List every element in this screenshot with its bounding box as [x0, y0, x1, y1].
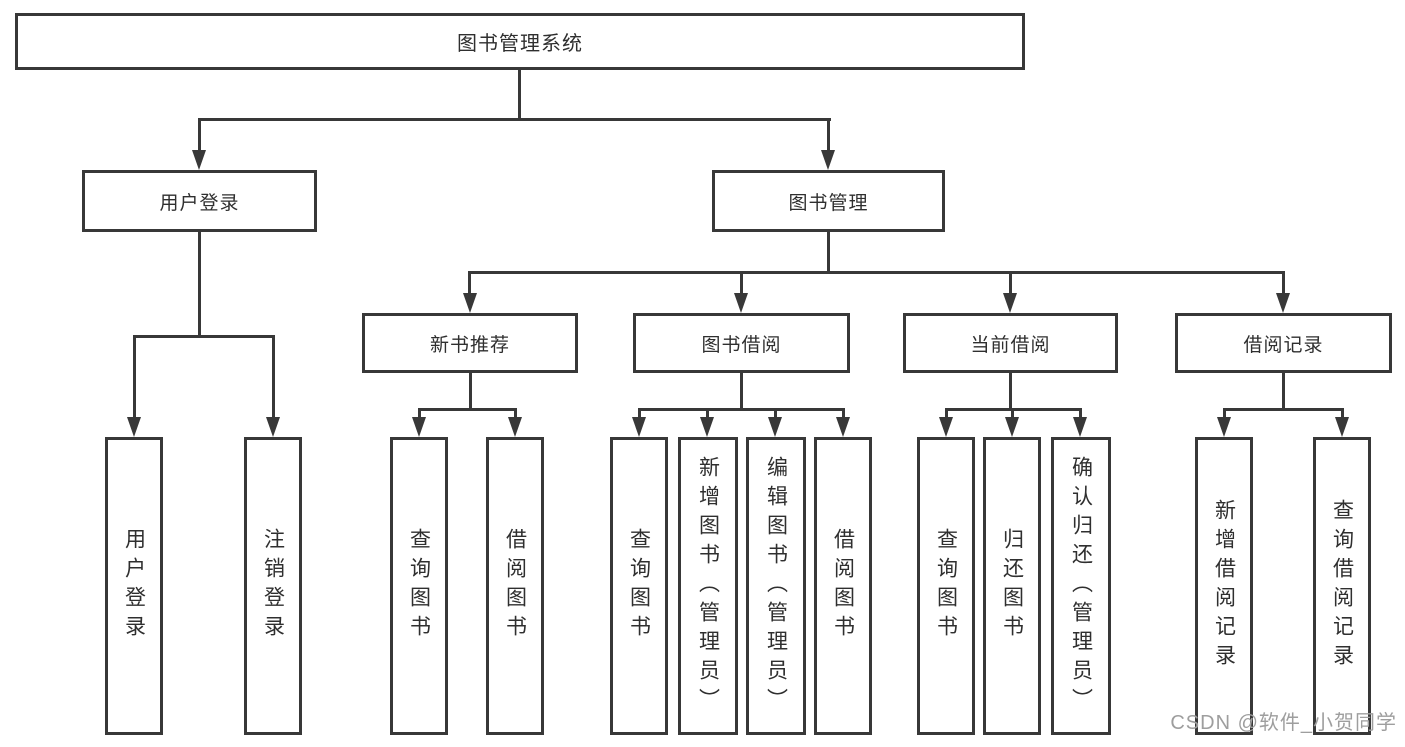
connector-vline — [418, 408, 421, 420]
arrowhead-down-icon — [508, 417, 522, 437]
connector-vline — [638, 408, 641, 420]
leaf-borrow-borrow-books: 借阅图书 — [814, 437, 872, 735]
connector-vline — [468, 271, 471, 295]
node-book-management-label: 图书管理 — [788, 192, 869, 214]
connector-vline — [1079, 408, 1082, 420]
connector-vline — [945, 408, 948, 420]
leaf-borrow-borrow-books-label: 借阅图书 — [831, 528, 855, 644]
connector-vline — [1282, 373, 1285, 410]
arrowhead-down-icon — [836, 417, 850, 437]
connector-vline — [1009, 373, 1012, 410]
leaf-user-login: 用户登录 — [105, 437, 163, 735]
leaf-user-login-label: 用户登录 — [122, 528, 146, 644]
leaf-recommend-borrow-books-label: 借阅图书 — [503, 528, 527, 644]
connector-vline — [272, 335, 275, 419]
leaf-current-return-books-label: 归还图书 — [1000, 528, 1024, 644]
connector-hline — [418, 408, 517, 411]
arrowhead-down-icon — [1276, 293, 1290, 313]
node-user-login: 用户登录 — [82, 170, 317, 232]
leaf-recommend-query-books-label: 查询图书 — [407, 528, 431, 644]
leaf-borrow-edit-book-admin-label: 编辑图书（管理员） — [764, 455, 788, 717]
arrowhead-down-icon — [1005, 417, 1019, 437]
connector-hline — [198, 118, 831, 121]
leaf-recommend-borrow-books: 借阅图书 — [486, 437, 544, 735]
connector-vline — [706, 408, 709, 420]
connector-vline — [842, 408, 845, 420]
arrowhead-down-icon — [939, 417, 953, 437]
connector-vline — [1341, 408, 1344, 420]
node-borrowing-records-label: 借阅记录 — [1243, 334, 1324, 356]
connector-vline — [198, 232, 201, 337]
leaf-current-return-books: 归还图书 — [983, 437, 1041, 735]
leaf-current-confirm-return-admin: 确认归还（管理员） — [1051, 437, 1111, 735]
arrowhead-down-icon — [266, 417, 280, 437]
node-new-book-recommend: 新书推荐 — [362, 313, 578, 373]
leaf-current-query-books: 查询图书 — [917, 437, 975, 735]
leaf-borrow-query-books: 查询图书 — [610, 437, 668, 735]
leaf-logout-label: 注销登录 — [261, 528, 285, 644]
node-user-login-label: 用户登录 — [159, 192, 240, 214]
leaf-borrow-add-book-admin-label: 新增图书（管理员） — [696, 455, 720, 717]
node-borrowing-records: 借阅记录 — [1175, 313, 1392, 373]
arrowhead-down-icon — [1217, 417, 1231, 437]
node-book-borrowing-label: 图书借阅 — [701, 334, 782, 356]
connector-vline — [1011, 408, 1014, 420]
connector-hline — [468, 271, 1285, 274]
arrowhead-down-icon — [700, 417, 714, 437]
connector-vline — [740, 271, 743, 295]
node-library-system: 图书管理系统 — [15, 13, 1025, 70]
arrowhead-down-icon — [463, 293, 477, 313]
node-library-system-label: 图书管理系统 — [457, 33, 583, 55]
arrowhead-down-icon — [127, 417, 141, 437]
connector-vline — [198, 118, 201, 152]
leaf-current-query-books-label: 查询图书 — [934, 528, 958, 644]
node-book-management: 图书管理 — [712, 170, 945, 232]
leaf-borrow-query-books-label: 查询图书 — [627, 528, 651, 644]
node-new-book-recommend-label: 新书推荐 — [429, 334, 510, 356]
connector-vline — [469, 373, 472, 410]
connector-vline — [518, 70, 521, 118]
leaf-borrow-add-book-admin: 新增图书（管理员） — [678, 437, 738, 735]
connector-vline — [827, 232, 830, 273]
node-current-borrowing: 当前借阅 — [903, 313, 1118, 373]
connector-vline — [1223, 408, 1226, 420]
arrowhead-down-icon — [412, 417, 426, 437]
node-book-borrowing: 图书借阅 — [633, 313, 850, 373]
leaf-current-confirm-return-admin-label: 确认归还（管理员） — [1069, 455, 1093, 717]
arrowhead-down-icon — [632, 417, 646, 437]
arrowhead-down-icon — [821, 150, 835, 170]
leaf-records-query-borrow-record-label: 查询借阅记录 — [1330, 499, 1354, 673]
arrowhead-down-icon — [768, 417, 782, 437]
connector-vline — [514, 408, 517, 420]
leaf-recommend-query-books: 查询图书 — [390, 437, 448, 735]
arrowhead-down-icon — [1335, 417, 1349, 437]
node-current-borrowing-label: 当前借阅 — [970, 334, 1051, 356]
connector-vline — [740, 373, 743, 410]
connector-hline — [1223, 408, 1344, 411]
arrowhead-down-icon — [734, 293, 748, 313]
leaf-logout: 注销登录 — [244, 437, 302, 735]
connector-vline — [1009, 271, 1012, 295]
connector-vline — [133, 335, 136, 419]
leaf-records-add-borrow-record: 新增借阅记录 — [1195, 437, 1253, 735]
connector-hline — [133, 335, 275, 338]
leaf-borrow-edit-book-admin: 编辑图书（管理员） — [746, 437, 806, 735]
connector-hline — [638, 408, 845, 411]
leaf-records-add-borrow-record-label: 新增借阅记录 — [1212, 499, 1236, 673]
arrowhead-down-icon — [1073, 417, 1087, 437]
arrowhead-down-icon — [192, 150, 206, 170]
connector-vline — [774, 408, 777, 420]
leaf-records-query-borrow-record: 查询借阅记录 — [1313, 437, 1371, 735]
connector-vline — [827, 118, 830, 152]
connector-vline — [1282, 271, 1285, 295]
csdn-watermark: CSDN @软件_小贺同学 — [1170, 712, 1397, 734]
arrowhead-down-icon — [1003, 293, 1017, 313]
